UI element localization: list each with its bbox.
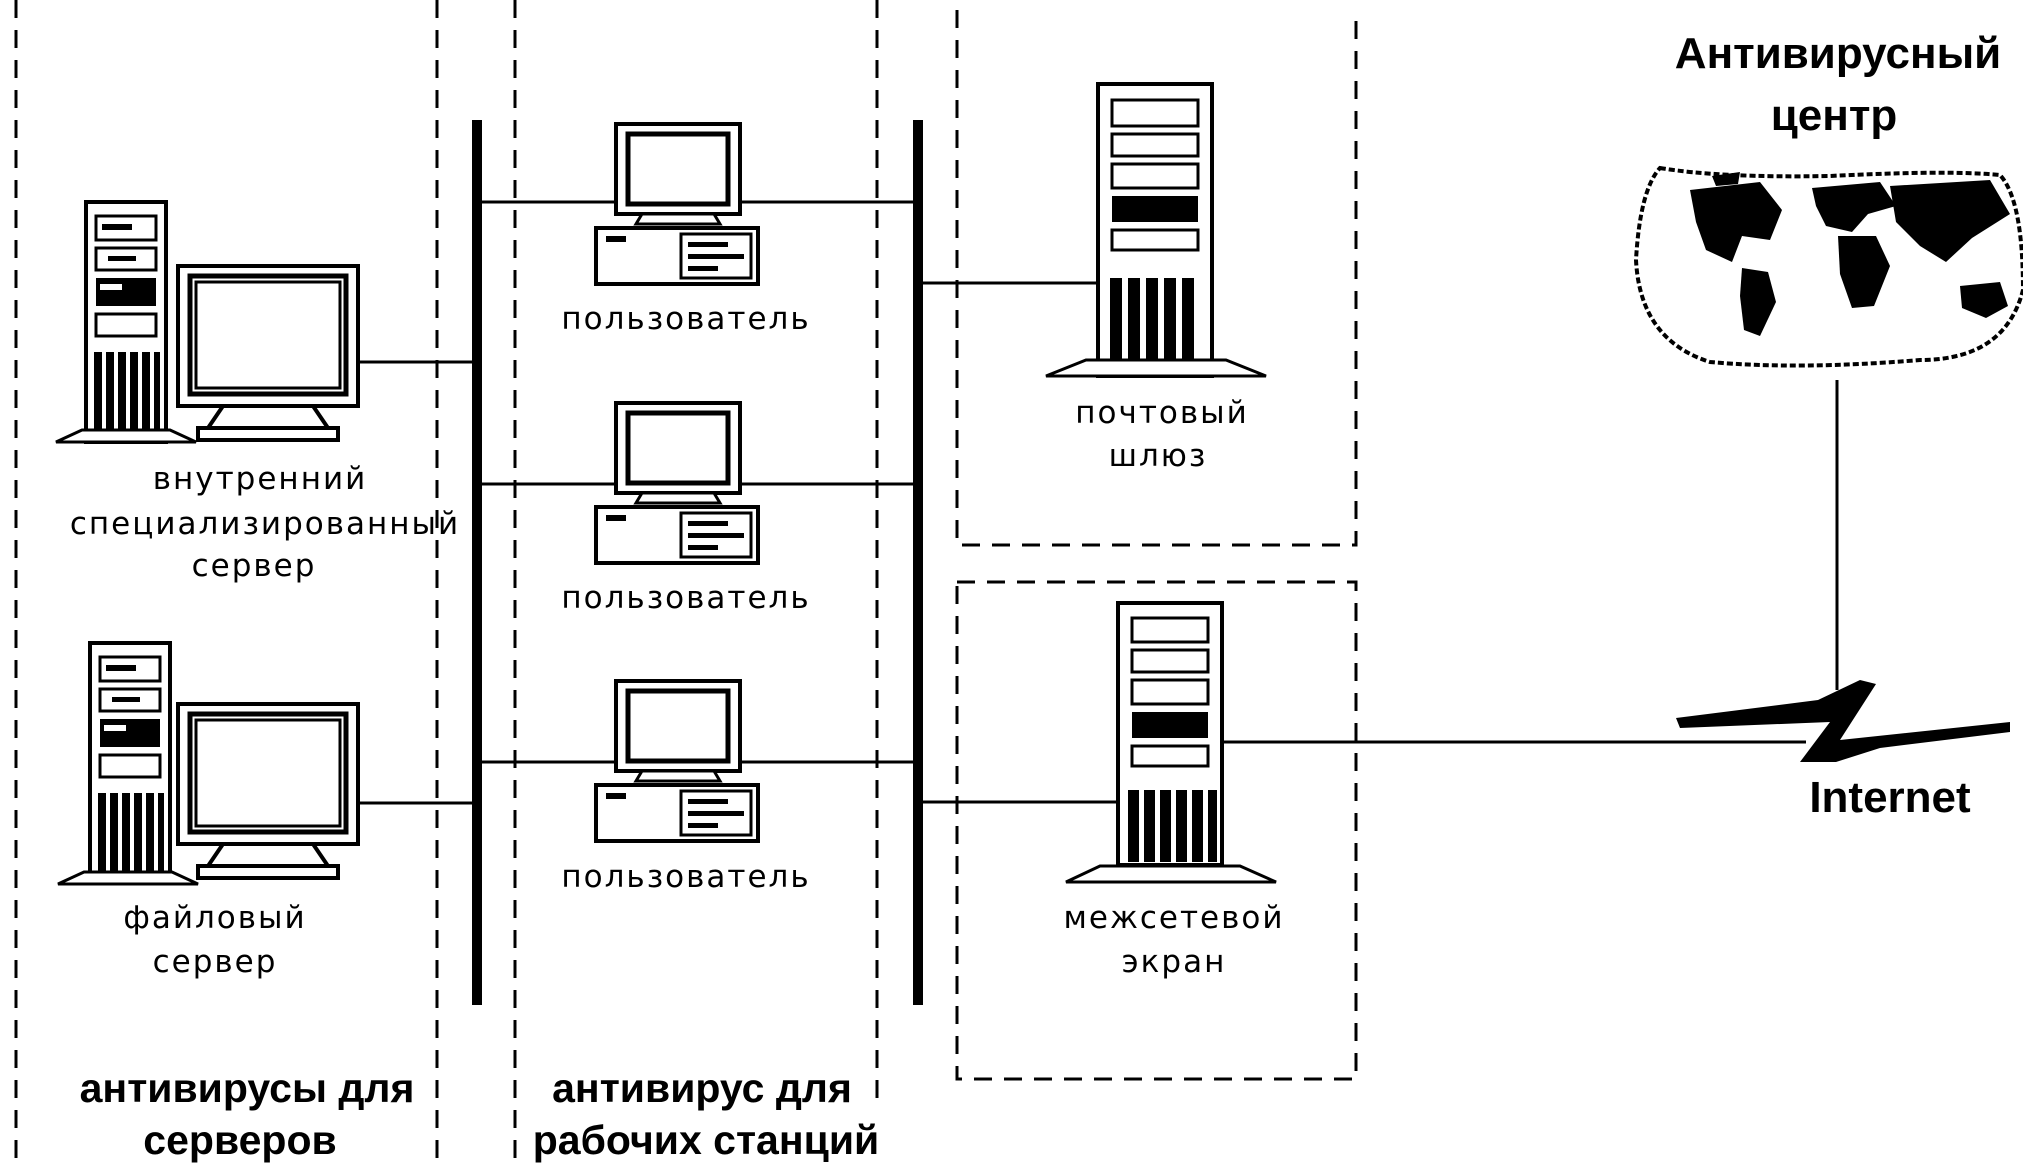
label-internal-server-line2: специализированный <box>69 506 461 542</box>
label-antivirus-center-line2: центр <box>1770 91 1898 140</box>
label-antivirus-center-line1: Антивирусный <box>1674 29 2002 78</box>
desktop-icon-user-1 <box>596 124 758 284</box>
label-internal-server-line1: внутренний <box>152 461 368 497</box>
internal-server-icon <box>55 200 358 444</box>
label-file-server-line1: файловый <box>123 900 307 936</box>
label-firewall-line2: экран <box>1121 944 1227 980</box>
caption-workstations-line2: рабочих станций <box>532 1117 880 1163</box>
label-user-1: пользователь <box>561 301 811 337</box>
label-firewall-line1: межсетевой <box>1063 900 1285 936</box>
world-map-icon <box>1633 165 2023 368</box>
label-user-3: пользователь <box>561 859 811 895</box>
mail-gateway-server-icon <box>1045 82 1267 378</box>
label-mail-gateway-line1: почтовый <box>1075 395 1249 431</box>
label-file-server-line2: сервер <box>152 944 278 980</box>
file-server-icon <box>57 641 358 886</box>
caption-servers-line1: антивирусы для <box>79 1065 415 1111</box>
zone-box-firewall <box>955 580 1358 1081</box>
label-internet: Internet <box>1809 773 1971 822</box>
caption-workstations-line1: антивирус для <box>552 1065 852 1111</box>
desktop-icon-user-3 <box>596 681 758 841</box>
zone-box-mail-gateway <box>955 10 1358 547</box>
label-user-2: пользователь <box>561 580 811 616</box>
caption-servers-line2: серверов <box>143 1117 337 1163</box>
desktop-icon-user-2 <box>596 403 758 563</box>
internet-lightning-icon <box>1676 680 2010 762</box>
label-internal-server-line3: сервер <box>191 548 317 584</box>
label-mail-gateway-line2: шлюз <box>1108 438 1208 474</box>
firewall-server-icon <box>1065 601 1277 884</box>
